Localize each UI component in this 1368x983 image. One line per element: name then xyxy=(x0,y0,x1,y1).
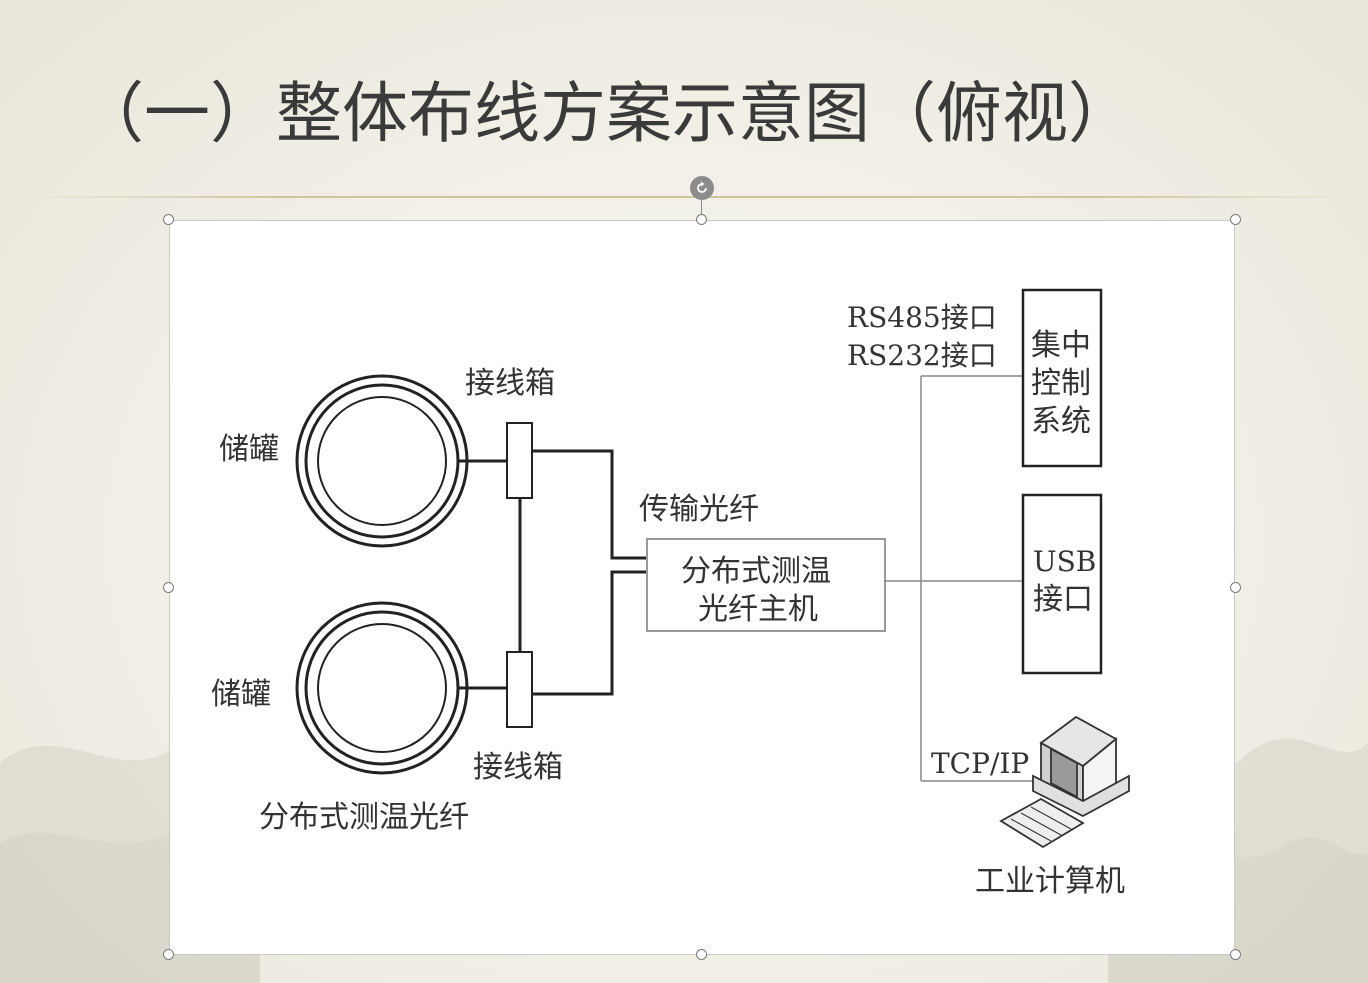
resize-handle-middle-left[interactable] xyxy=(163,582,174,593)
usb-label-line1: USB xyxy=(1033,545,1096,578)
rs485-label: RS485接口 xyxy=(847,301,997,334)
resize-handle-middle-right[interactable] xyxy=(1230,582,1241,593)
host-label-line2: 光纤主机 xyxy=(698,592,818,627)
wiring-diagram: 储罐 储罐 接线箱 接线箱 分布式测温光纤 传输光纤 分布式测温 光纤主机 RS… xyxy=(211,288,1130,899)
tank-top-label: 储罐 xyxy=(219,432,279,467)
transmission-fiber-label: 传输光纤 xyxy=(639,492,759,527)
tcpip-label: TCP/IP xyxy=(931,747,1029,780)
rotate-handle[interactable] xyxy=(690,176,714,200)
slide-title[interactable]: （一）整体布线方案示意图（俯视） xyxy=(78,75,1134,152)
tank-top xyxy=(295,374,469,548)
rotate-icon xyxy=(697,181,707,193)
rotate-handle-stem xyxy=(701,198,702,220)
bus-lines xyxy=(885,375,1041,782)
resize-handle-top-left[interactable] xyxy=(163,214,174,225)
computer-label: 工业计算机 xyxy=(975,864,1125,899)
resize-handle-bottom-right[interactable] xyxy=(1230,949,1241,960)
junction-bottom-label: 接线箱 xyxy=(473,750,563,785)
resize-handle-bottom-left[interactable] xyxy=(163,949,174,960)
junction-box-bottom xyxy=(506,651,533,728)
central-label-line3: 系统 xyxy=(1031,404,1091,439)
junction-box-top xyxy=(506,422,533,499)
resize-handle-bottom-middle[interactable] xyxy=(696,949,707,960)
tank-bottom xyxy=(295,601,469,775)
selected-diagram-image[interactable]: 储罐 储罐 接线箱 接线箱 分布式测温光纤 传输光纤 分布式测温 光纤主机 RS… xyxy=(169,220,1235,955)
central-label-line1: 集中 xyxy=(1031,328,1091,363)
host-box xyxy=(646,538,886,632)
fiber-lines xyxy=(457,449,647,696)
usb-label-line2: 接口 xyxy=(1033,582,1093,617)
junction-top-label: 接线箱 xyxy=(465,366,555,401)
usb-interface-box xyxy=(1021,493,1103,675)
computer-icon xyxy=(999,715,1130,849)
central-control-box xyxy=(1021,288,1103,468)
central-label-line2: 控制 xyxy=(1031,366,1091,401)
resize-handle-top-middle[interactable] xyxy=(696,214,707,225)
tank-bottom-label: 储罐 xyxy=(211,677,271,712)
sensing-fiber-label: 分布式测温光纤 xyxy=(259,800,469,835)
host-label-line1: 分布式测温 xyxy=(681,554,831,589)
title-divider xyxy=(20,196,1360,198)
resize-handle-top-right[interactable] xyxy=(1230,214,1241,225)
rs232-label: RS232接口 xyxy=(847,339,997,372)
